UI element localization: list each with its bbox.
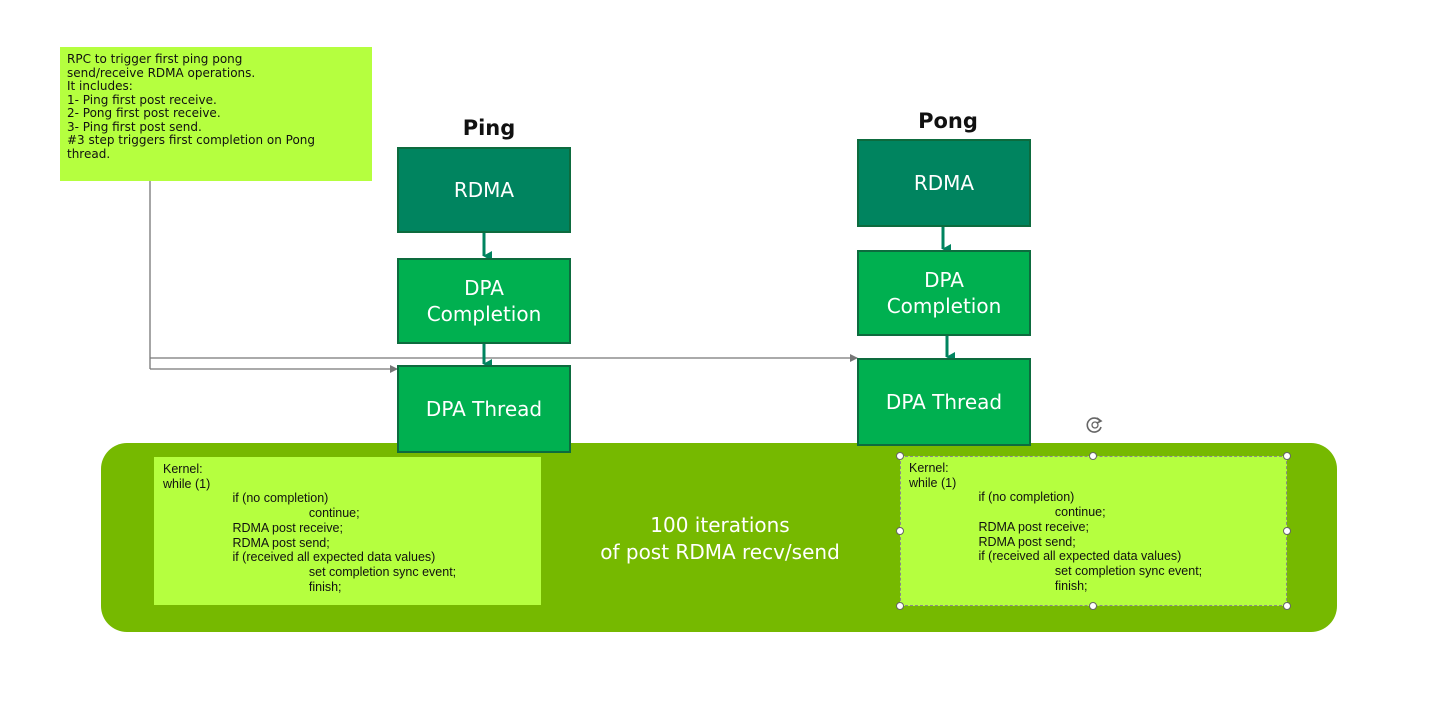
- kernel-line: if (no completion): [163, 491, 329, 506]
- note-line: 2- Pong first post receive.: [67, 106, 221, 120]
- iterations-line1: 100 iterations: [650, 513, 790, 537]
- kernel-line: set completion sync event;: [909, 563, 1203, 578]
- ping-thread-label: DPA Thread: [425, 397, 543, 421]
- kernel-line: while (1): [163, 476, 211, 491]
- ping-completion-box: DPA Completion: [397, 258, 571, 344]
- note-line: 3- Ping first post send.: [67, 119, 202, 134]
- kernel-line: RDMA post send;: [163, 535, 330, 550]
- note-line: thread.: [67, 146, 111, 161]
- iterations-line2: of post RDMA recv/send: [600, 540, 840, 564]
- pong-completion-label-line1: DPA: [924, 268, 964, 292]
- ping-rdma-label: RDMA: [453, 178, 515, 202]
- kernel-line: RDMA post send;: [909, 534, 1076, 549]
- kernel-line: Kernel:: [909, 461, 949, 475]
- kernel-line: while (1): [909, 475, 957, 490]
- ping-completion-label-line2: Completion: [426, 302, 542, 326]
- kernel-line: continue;: [909, 505, 1106, 520]
- kernel-line: finish;: [909, 578, 1088, 593]
- resize-handle-bottom-left[interactable]: [896, 602, 904, 610]
- rotate-icon[interactable]: [1084, 414, 1106, 436]
- ping-kernel-box: Kernel: while (1) if (no completion) con…: [154, 457, 541, 605]
- kernel-line: set completion sync event;: [163, 564, 457, 579]
- note-line: send/receive RDMA operations.: [67, 65, 256, 80]
- pong-completion-box: DPA Completion: [857, 250, 1031, 336]
- ping-rdma-box: RDMA: [397, 147, 571, 233]
- note-line: 1- Ping first post receive.: [67, 92, 217, 107]
- pong-thread-label: DPA Thread: [885, 390, 1003, 414]
- resize-handle-right[interactable]: [1283, 527, 1291, 535]
- note-line: RPC to trigger first ping pong: [67, 52, 243, 66]
- kernel-line: if (received all expected data values): [909, 549, 1182, 564]
- kernel-line: if (no completion): [909, 490, 1075, 505]
- resize-handle-bottom[interactable]: [1089, 602, 1097, 610]
- note-line: It includes:: [67, 79, 133, 93]
- kernel-line: RDMA post receive;: [163, 520, 343, 535]
- ping-title: Ping: [462, 116, 516, 140]
- pong-kernel-box[interactable]: Kernel: while (1) if (no completion) con…: [900, 456, 1287, 606]
- kernel-line: finish;: [163, 579, 342, 594]
- note-line: #3 step triggers first completion on Pon…: [67, 133, 316, 147]
- kernel-line: RDMA post receive;: [909, 519, 1089, 534]
- ping-completion-label-line1: DPA: [464, 276, 504, 300]
- iterations-text: 100 iterations of post RDMA recv/send: [560, 512, 880, 566]
- resize-handle-top-right[interactable]: [1283, 452, 1291, 460]
- ping-thread-box: DPA Thread: [397, 365, 571, 453]
- rpc-note: RPC to trigger first ping pong send/rece…: [60, 47, 372, 181]
- resize-handle-top[interactable]: [1089, 452, 1097, 460]
- pong-thread-box: DPA Thread: [857, 358, 1031, 446]
- pong-rdma-label: RDMA: [913, 171, 975, 195]
- resize-handle-bottom-right[interactable]: [1283, 602, 1291, 610]
- resize-handle-left[interactable]: [896, 527, 904, 535]
- kernel-line: Kernel:: [163, 462, 203, 476]
- pong-title: Pong: [918, 109, 978, 133]
- resize-handle-top-left[interactable]: [896, 452, 904, 460]
- pong-rdma-box: RDMA: [857, 139, 1031, 227]
- kernel-line: if (received all expected data values): [163, 550, 436, 565]
- kernel-line: continue;: [163, 506, 360, 521]
- pong-completion-label-line2: Completion: [886, 294, 1002, 318]
